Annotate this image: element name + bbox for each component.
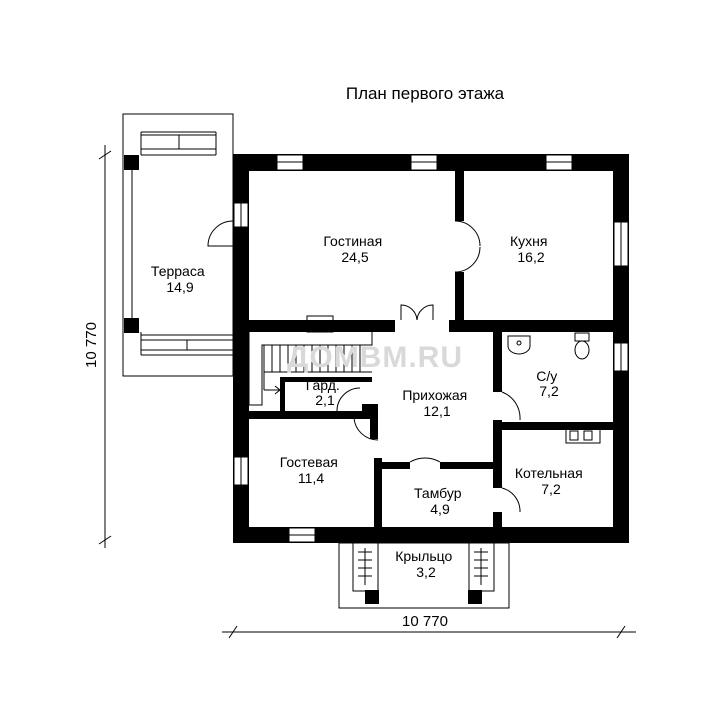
terrace-outline: [122, 113, 234, 377]
room-label: Тамбур 4,9: [414, 485, 466, 517]
room-label: Гард. 2,1: [306, 377, 345, 408]
terrace-post: [124, 155, 139, 170]
porch-post: [365, 590, 379, 604]
windows: [233, 154, 629, 543]
room-label: Кухня 16,2: [510, 233, 552, 265]
room-label: Котельная 7,2: [515, 465, 587, 497]
sink-icon: [507, 335, 531, 355]
terrace-post: [124, 318, 139, 333]
room-label: Терраса 14,9: [151, 263, 209, 295]
interior-walls: [233, 171, 629, 538]
room-label: Гостевая 11,4: [280, 454, 343, 486]
dimension-lines: [98, 145, 636, 639]
porch-post: [468, 590, 482, 604]
room-label: Гостиная 24,5: [323, 233, 386, 265]
toilet-icon: [574, 332, 590, 342]
plan-title: План первого этажа: [345, 84, 505, 103]
boiler-icon: [565, 428, 601, 444]
fixtures: [306, 315, 601, 444]
room-label: С/у 7,2: [536, 368, 561, 399]
dimension-vertical: 10 770: [83, 322, 100, 368]
dimension-horizontal: 10 770: [402, 613, 448, 630]
kitchen-counter-icon: [521, 320, 565, 332]
doors: [207, 220, 521, 513]
stairs: [248, 332, 373, 406]
room-labels: Терраса 14,9 Гостиная 24,5 Кухня 16,2 С/…: [151, 233, 587, 580]
room-label: Крыльцо 3,2: [395, 548, 457, 580]
watermark: ДОМВМ.RU: [287, 341, 463, 374]
room-label: Прихожая 12,1: [402, 387, 471, 419]
stove-icon: [306, 315, 334, 333]
